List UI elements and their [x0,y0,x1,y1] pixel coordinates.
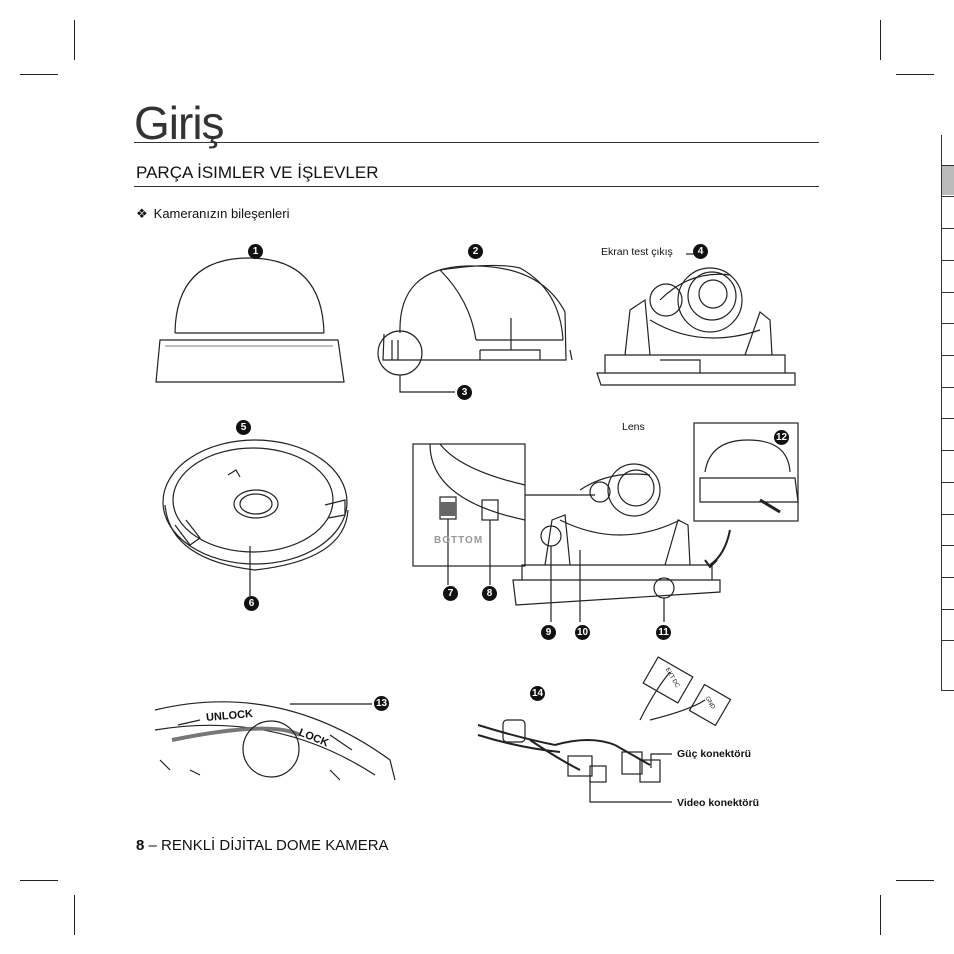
subsection-label: Kameranızın bileşenleri [153,206,290,221]
bottom-mark-label: BOTTOM [434,535,484,546]
camera-assembly-drawing [512,463,721,606]
section-title: PARÇA İSIMLER VE İŞLEVLER [136,163,379,182]
subsection-title: ❖ Kameranızın bileşenleri [136,206,290,222]
chapter-tab [941,690,954,691]
crop-mark [74,20,75,60]
badge-12: 12 [774,430,789,445]
chapter-tab [941,387,954,388]
chapter-tab [941,450,954,451]
chapter-tab [941,292,954,293]
power-connector-label: Güç konektörü [677,748,752,760]
crop-mark [896,880,934,881]
chapter-tab [941,514,954,515]
badge-11: 11 [656,625,671,640]
base-plate-drawing [162,439,349,571]
crop-mark [20,880,58,881]
badge-1: 1 [248,244,263,259]
badge-10: 10 [575,625,590,640]
badge-13: 13 [374,696,389,711]
page-title: Giriş [134,97,225,149]
screen-test-output-label: Ekran test çıkış [601,246,673,258]
badge-14: 14 [530,686,545,701]
cable-drawing [477,656,732,783]
badge-6: 6 [244,596,259,611]
page-number: 8 [136,837,145,854]
chapter-tab-strip [941,135,954,690]
badge-8: 8 [482,586,497,601]
badge-9: 9 [541,625,556,640]
chapter-tab [941,609,954,610]
dome-closeup-drawing [699,439,799,514]
crop-mark [880,895,881,935]
chapter-tab [941,577,954,578]
badge-2: 2 [468,244,483,259]
diamond-bullet-icon: ❖ [136,206,148,221]
chapter-tab [941,545,954,546]
badge-4: 4 [693,244,708,259]
dome-shield-drawing [382,264,573,361]
badge-5: 5 [236,420,251,435]
chapter-tab [941,228,954,229]
chapter-tab-active [942,165,954,195]
lens-label: Lens [622,421,645,433]
chapter-tab [941,323,954,324]
page-footer: 8 – RENKLİ DİJİTAL DOME KAMERA [136,837,389,854]
chapter-tab [941,260,954,261]
crop-mark [896,74,934,75]
badge-7: 7 [443,586,458,601]
dome-cover-drawing [155,257,345,383]
section-rule [134,186,819,187]
video-connector-label: Video konektörü [677,797,760,809]
chapter-tab [941,418,954,419]
lock-ring-drawing [154,701,396,781]
crop-mark [74,895,75,935]
chapter-tab [941,355,954,356]
chapter-tab [941,482,954,483]
badge-3: 3 [457,385,472,400]
connector-detail-drawing [412,443,526,567]
chapter-tab [941,196,954,197]
camera-module-drawing [596,267,796,386]
title-rule [134,142,819,143]
crop-mark [880,20,881,60]
crop-mark [20,74,58,75]
chapter-tab [941,640,954,641]
chapter-tab [941,165,954,166]
footer-text: – RENKLİ DİJİTAL DOME KAMERA [144,837,389,854]
